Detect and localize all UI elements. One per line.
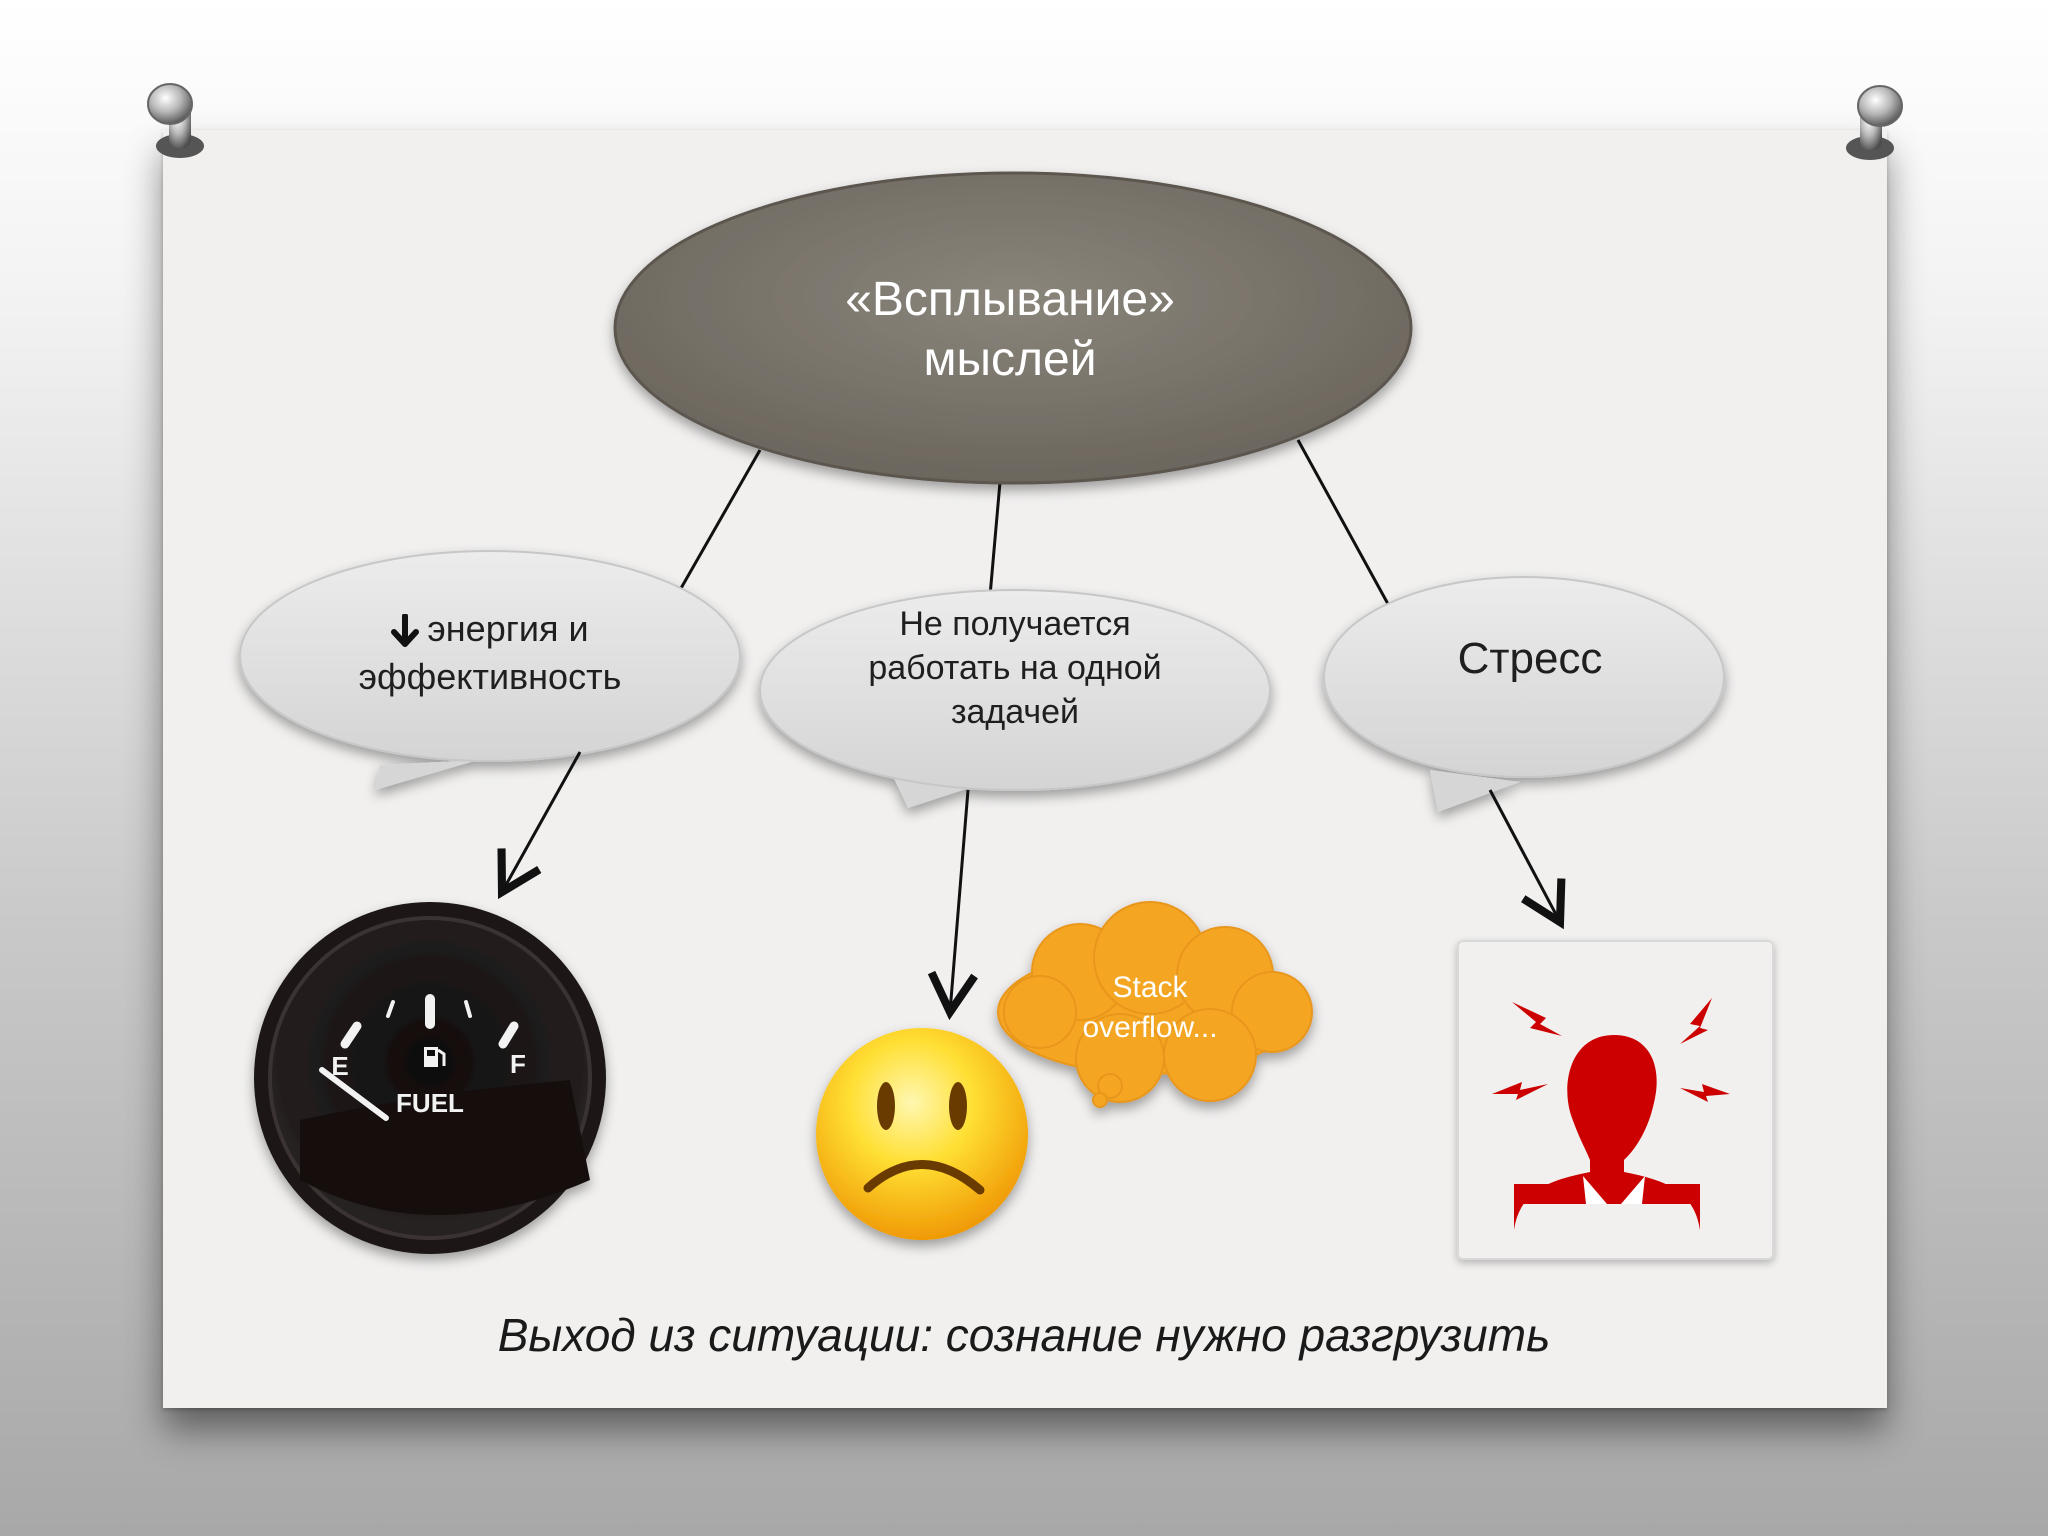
fuel-gauge-icon (254, 902, 606, 1254)
right-pushpin-icon (1846, 85, 1903, 160)
main-topic-line-2: мыслей (923, 333, 1097, 386)
bubble-stress-line-1: Стресс (1457, 634, 1603, 683)
arrow-to-sad-face (927, 789, 978, 1021)
bubble-energy-line-2: эффективность (358, 656, 622, 697)
speech-bubble-multitask (759, 589, 1271, 808)
main-topic-text: «Всплывание» мыслей (780, 270, 1240, 390)
arrow-to-stress-icon (1488, 789, 1566, 930)
connector-line-left (678, 449, 762, 591)
arrow-to-fuel-gauge (497, 751, 582, 900)
speech-bubble-energy (239, 550, 741, 790)
down-arrow-icon (391, 614, 420, 648)
stress-person-icon (1492, 998, 1730, 1230)
gauge-fuel-label: FUEL (396, 1088, 464, 1118)
main-topic-ellipse (613, 171, 1413, 485)
bubble-multitask-text: Не получается работать на одной задачей (820, 602, 1210, 734)
sad-face-icon (816, 1028, 1028, 1240)
bubble-energy-text: энергия и эффективность (280, 605, 700, 701)
thought-cloud-icon (997, 901, 1313, 1108)
bubble-energy-line-1: энергия и (427, 608, 589, 649)
speech-bubble-stress (1323, 576, 1725, 812)
conclusion-text: Выход из ситуации: сознание нужно разгру… (497, 1309, 1551, 1361)
gauge-full-label: F (510, 1049, 526, 1079)
thought-cloud-line-1: Stack (1112, 971, 1188, 1004)
gauge-empty-label: E (331, 1051, 348, 1081)
connector-line-middle (988, 481, 1002, 597)
thought-cloud-text: Stack overflow... (1040, 968, 1260, 1048)
bubble-stress-text: Стресс (1380, 632, 1680, 686)
bubble-multitask-line-3: задачей (950, 693, 1080, 731)
connector-line-right (1296, 439, 1390, 605)
bubble-multitask-line-1: Не получается (899, 605, 1131, 643)
bubble-multitask-line-2: работать на одной (868, 649, 1162, 687)
main-topic-line-1: «Всплывание» (845, 273, 1175, 326)
left-pushpin-icon (147, 83, 204, 158)
thought-cloud-line-2: overflow... (1082, 1011, 1218, 1044)
stress-image-frame (1457, 940, 1774, 1260)
